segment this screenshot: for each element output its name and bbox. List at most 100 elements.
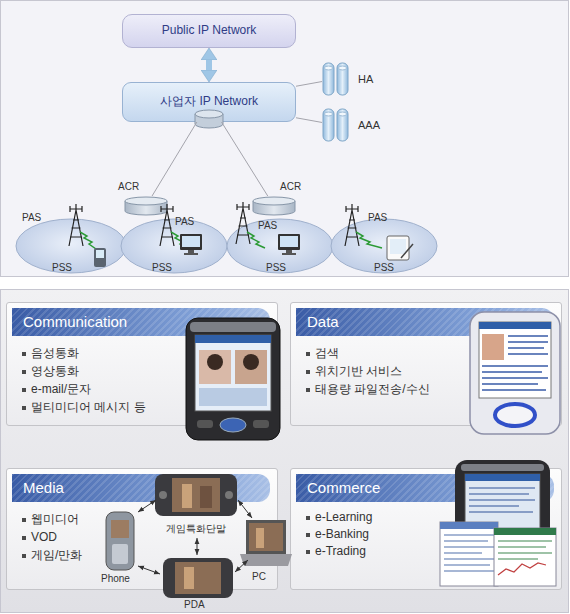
service-card: Communication음성통화영상통화e-mail/문자멀티미디어 메시지 …: [6, 302, 278, 426]
game-device: [182, 484, 192, 508]
bullet-mark: [22, 554, 26, 558]
pda-landscape: [163, 558, 233, 598]
station-name: PAS: [175, 216, 194, 228]
pda-device: [199, 350, 231, 384]
station-name: PAS: [368, 212, 387, 224]
service-item: e-Banking: [315, 528, 369, 542]
pda-device: [455, 460, 550, 572]
server-icon: AAA: [322, 108, 350, 142]
link-line: [296, 82, 322, 87]
database-icon: [195, 110, 223, 128]
service-item: 위치기반 서비스: [315, 365, 402, 379]
pda-device: [482, 336, 548, 390]
pda-device: [495, 404, 535, 426]
station-name: PSS: [152, 262, 172, 274]
acr-disk: ACR: [252, 196, 296, 216]
sync-arrow: [235, 560, 248, 572]
pda-device: [469, 488, 535, 512]
pda-device: [465, 474, 540, 481]
antenna-tower: [345, 204, 359, 246]
sync-arrow: [138, 500, 156, 512]
subscriber-phone: [94, 248, 106, 267]
service-item: e-mail/문자: [31, 383, 91, 397]
station-name: PSS: [266, 262, 286, 274]
pen-tablet: [387, 236, 409, 260]
pda-device: [197, 420, 213, 428]
pc-terminal: [282, 250, 296, 255]
pc-terminal: [182, 236, 200, 247]
pda-device: [195, 335, 271, 343]
antenna-tower: [160, 204, 187, 249]
pen-tablet: [390, 239, 406, 254]
bullet-mark: [22, 536, 26, 540]
acr-disk-shape: [253, 197, 295, 205]
service-item: 게임/만화: [31, 549, 82, 563]
antenna-tower: [236, 202, 265, 248]
network-box: Public IP Network: [122, 14, 296, 48]
pda-device: [186, 318, 280, 440]
antenna-tower: [236, 202, 250, 244]
phone-device: [112, 544, 128, 564]
antenna-tower: [345, 204, 382, 248]
network-panel: [1, 1, 569, 277]
station-name: PAS: [258, 220, 277, 232]
pc-terminal: [280, 236, 298, 247]
server-icon-shape: [322, 108, 350, 142]
bullet-mark: [22, 388, 26, 392]
station-name: PSS: [374, 262, 394, 274]
link-arrow: [206, 60, 212, 70]
acr-disk-shape: [125, 197, 167, 205]
pda-device: [195, 335, 271, 411]
card-heading: Media: [23, 479, 64, 496]
device-label: 게임특화단말: [166, 523, 226, 535]
game-device: [155, 474, 237, 516]
subscriber-phone: [96, 250, 104, 258]
pda-device: [243, 354, 259, 370]
screenshot-card: [494, 528, 556, 586]
laptop-pc: [249, 523, 283, 551]
pda-landscape: [175, 562, 221, 594]
bullet-mark: [306, 516, 310, 520]
screenshot-card: [444, 535, 494, 571]
pda-device: [461, 464, 544, 471]
bullet-mark: [306, 370, 310, 374]
pda-landscape: [163, 558, 233, 598]
pda-device: [186, 318, 280, 440]
screenshot-card: [498, 541, 552, 559]
laptop-pc: [256, 528, 264, 548]
antenna-tower: [160, 204, 174, 246]
pc-terminal: [184, 250, 198, 255]
cell-area: PASPSS: [15, 218, 127, 274]
service-item: 태용량 파일전송/수신: [315, 383, 430, 397]
server-name: AAA: [358, 119, 380, 132]
pda-device: [235, 350, 267, 384]
antenna-tower: [80, 232, 96, 249]
phone-device: [111, 520, 129, 538]
bullet-mark: [306, 388, 310, 392]
sync-arrow: [138, 566, 160, 574]
link-line: [222, 122, 268, 196]
cell-area: PASPSS: [330, 218, 438, 274]
sync-arrow: [197, 538, 198, 555]
server-icon-shape: [323, 63, 334, 95]
service-item: 검색: [315, 347, 339, 361]
antenna-tower: [171, 232, 187, 249]
cell-area: PAS PSS: [226, 218, 334, 274]
pda-device: [207, 354, 223, 370]
screenshot-card: [440, 522, 498, 586]
pda-device: [253, 420, 269, 428]
server-icon-shape: [337, 63, 348, 95]
pda-device: [479, 322, 551, 329]
antenna-tower: [69, 204, 83, 246]
game-device: [155, 474, 237, 516]
link-line: [152, 122, 197, 196]
screenshot-card: [494, 528, 556, 535]
laptop-pc: [240, 554, 292, 566]
acr-name: ACR: [280, 181, 301, 193]
game-device: [200, 486, 212, 508]
bullet-mark: [22, 406, 26, 410]
game-device: [225, 491, 233, 499]
bullet-mark: [22, 352, 26, 356]
